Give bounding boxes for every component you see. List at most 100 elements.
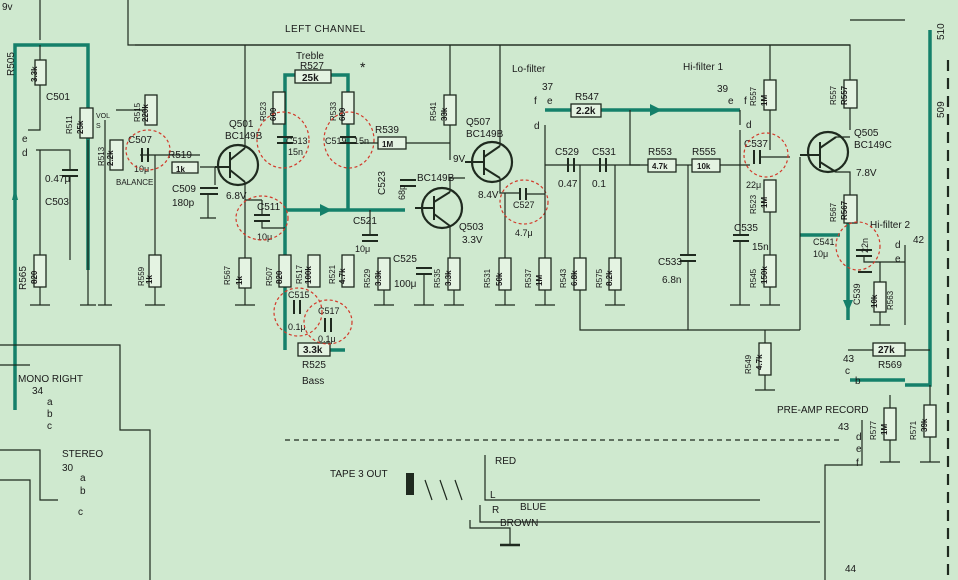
r527-ref: R527	[300, 61, 324, 72]
q503-ref: Q503	[459, 222, 484, 233]
resistor-r523a	[272, 91, 286, 125]
c527-ref: C527	[513, 200, 535, 210]
rec-switch-f: f	[856, 458, 859, 469]
c529-ref: C529	[555, 147, 579, 158]
contact-34: 34	[32, 386, 44, 397]
hi-switch-e: e	[728, 96, 734, 107]
balance-label: BALANCE	[116, 178, 153, 187]
contact-43-bottom: 43	[838, 422, 850, 433]
r569-ref: R569	[878, 360, 902, 371]
r549-ref: R543	[559, 268, 568, 288]
highlight-c519	[323, 111, 375, 169]
stereo-label: STEREO	[62, 449, 103, 460]
r537-value: 3.3k	[374, 270, 383, 286]
r547-ref: R547	[575, 92, 599, 103]
transistor-q501: Q501 BC149B 6.8V 1k R567 C511 10μ	[215, 45, 285, 306]
r511-ref: R511	[65, 115, 74, 134]
r535-value: 4.7k	[338, 268, 347, 284]
c527-value: 4.7μ	[515, 228, 533, 238]
wire-red: RED	[495, 456, 516, 467]
signal-arrow-out	[843, 300, 853, 312]
c515-value: 0.1μ	[288, 322, 306, 332]
treble-star: *	[360, 59, 366, 75]
val-22n: 22n	[860, 238, 870, 253]
r561-ref: R545	[749, 268, 758, 288]
r537-ref: R529	[363, 268, 372, 288]
r565-ref: R557	[829, 85, 838, 105]
q507-ref: Q507	[466, 117, 491, 128]
c525-ref: C525	[393, 254, 417, 265]
highlight-c537	[743, 132, 789, 178]
r525-value: 820	[275, 270, 284, 284]
c509-ref: C509	[172, 184, 196, 195]
r541-ref: R541	[429, 101, 438, 121]
r513-ref: R513	[97, 146, 106, 166]
c531-value: 0.1	[592, 179, 606, 190]
switch-e: e	[22, 134, 28, 145]
c541-value: 10μ	[813, 249, 828, 259]
lo-filter-label: Lo-filter	[512, 64, 546, 75]
rec-switch-c: c	[845, 366, 850, 377]
contact-42: 42	[913, 235, 925, 246]
contact-39: 39	[717, 84, 729, 95]
r567-value: R567	[840, 200, 849, 220]
hf2-switch-e: e	[895, 254, 901, 265]
r543-value: 3.3k	[444, 270, 453, 286]
stereo-switch-a: a	[80, 473, 86, 484]
r555-ref: R555	[692, 147, 716, 158]
r533-value: 680	[338, 107, 347, 121]
highlight-c517	[303, 299, 353, 345]
r557-ref: R557	[749, 86, 758, 106]
c539-ref: C539	[852, 283, 862, 305]
bass-label: Bass	[302, 376, 324, 387]
c519-ref: C519	[325, 136, 347, 146]
hi-filter-1-label: Hi-filter 1	[683, 62, 723, 73]
mono-switch-a: a	[47, 397, 53, 408]
r511-value: 25k	[76, 120, 85, 134]
r523b-value: 1M	[880, 424, 889, 435]
r539-ref: R539	[375, 125, 399, 136]
r551-value: 8.2k	[605, 270, 614, 286]
r565-value: R557	[840, 85, 849, 105]
resistor-r511	[79, 107, 94, 139]
q501-type: BC149B	[225, 131, 263, 142]
r577-ref: R563	[886, 290, 895, 310]
resistor-r515	[144, 94, 158, 126]
r513-value: 2.2k	[106, 150, 115, 166]
c523-value: 68p	[397, 185, 407, 200]
s-label: S	[96, 123, 101, 130]
r571-value: 39k	[920, 418, 929, 432]
r569-value: 27k	[878, 345, 895, 356]
wire-blue: BLUE	[520, 502, 546, 513]
mono-switch-c: c	[47, 421, 52, 432]
r555-value: 10k	[697, 162, 711, 171]
r525-ref: R507	[265, 266, 274, 286]
r553-ref: R553	[648, 147, 672, 158]
r507-ref: R565	[18, 266, 29, 290]
signal-path	[13, 30, 932, 410]
hi-switch-d: d	[746, 120, 752, 131]
r507-value: 820	[30, 270, 39, 284]
r531-value: 3.3k	[303, 345, 323, 356]
r505-value: 3.3k	[30, 66, 39, 82]
r575-ref: R531	[483, 268, 492, 288]
c507-ref: C507	[128, 135, 152, 146]
r551-ref: R575	[595, 268, 604, 288]
highlight-c507	[125, 129, 171, 171]
c519-value: 15n	[354, 136, 369, 146]
page-number: 44	[845, 564, 857, 575]
q505-ref: Q505	[854, 128, 879, 139]
resistor-r527	[294, 69, 332, 84]
q503-type: BC149B	[417, 173, 455, 184]
c535-ref: C535	[734, 223, 758, 234]
r517-ref: R559	[137, 266, 146, 286]
connector-510: 510	[936, 23, 947, 40]
c515-ref: C515	[288, 290, 310, 300]
mono-switch-b: b	[47, 409, 53, 420]
top-rail	[39, 0, 905, 80]
c511-value: 10μ	[257, 232, 272, 242]
signal-arrow-filter	[650, 104, 662, 116]
connector-509: 509	[936, 101, 947, 118]
vol-label: VOL	[96, 113, 110, 120]
tone-network: 25k R527 * 680 R523 C513 15n 680 R533 C5…	[259, 59, 369, 371]
